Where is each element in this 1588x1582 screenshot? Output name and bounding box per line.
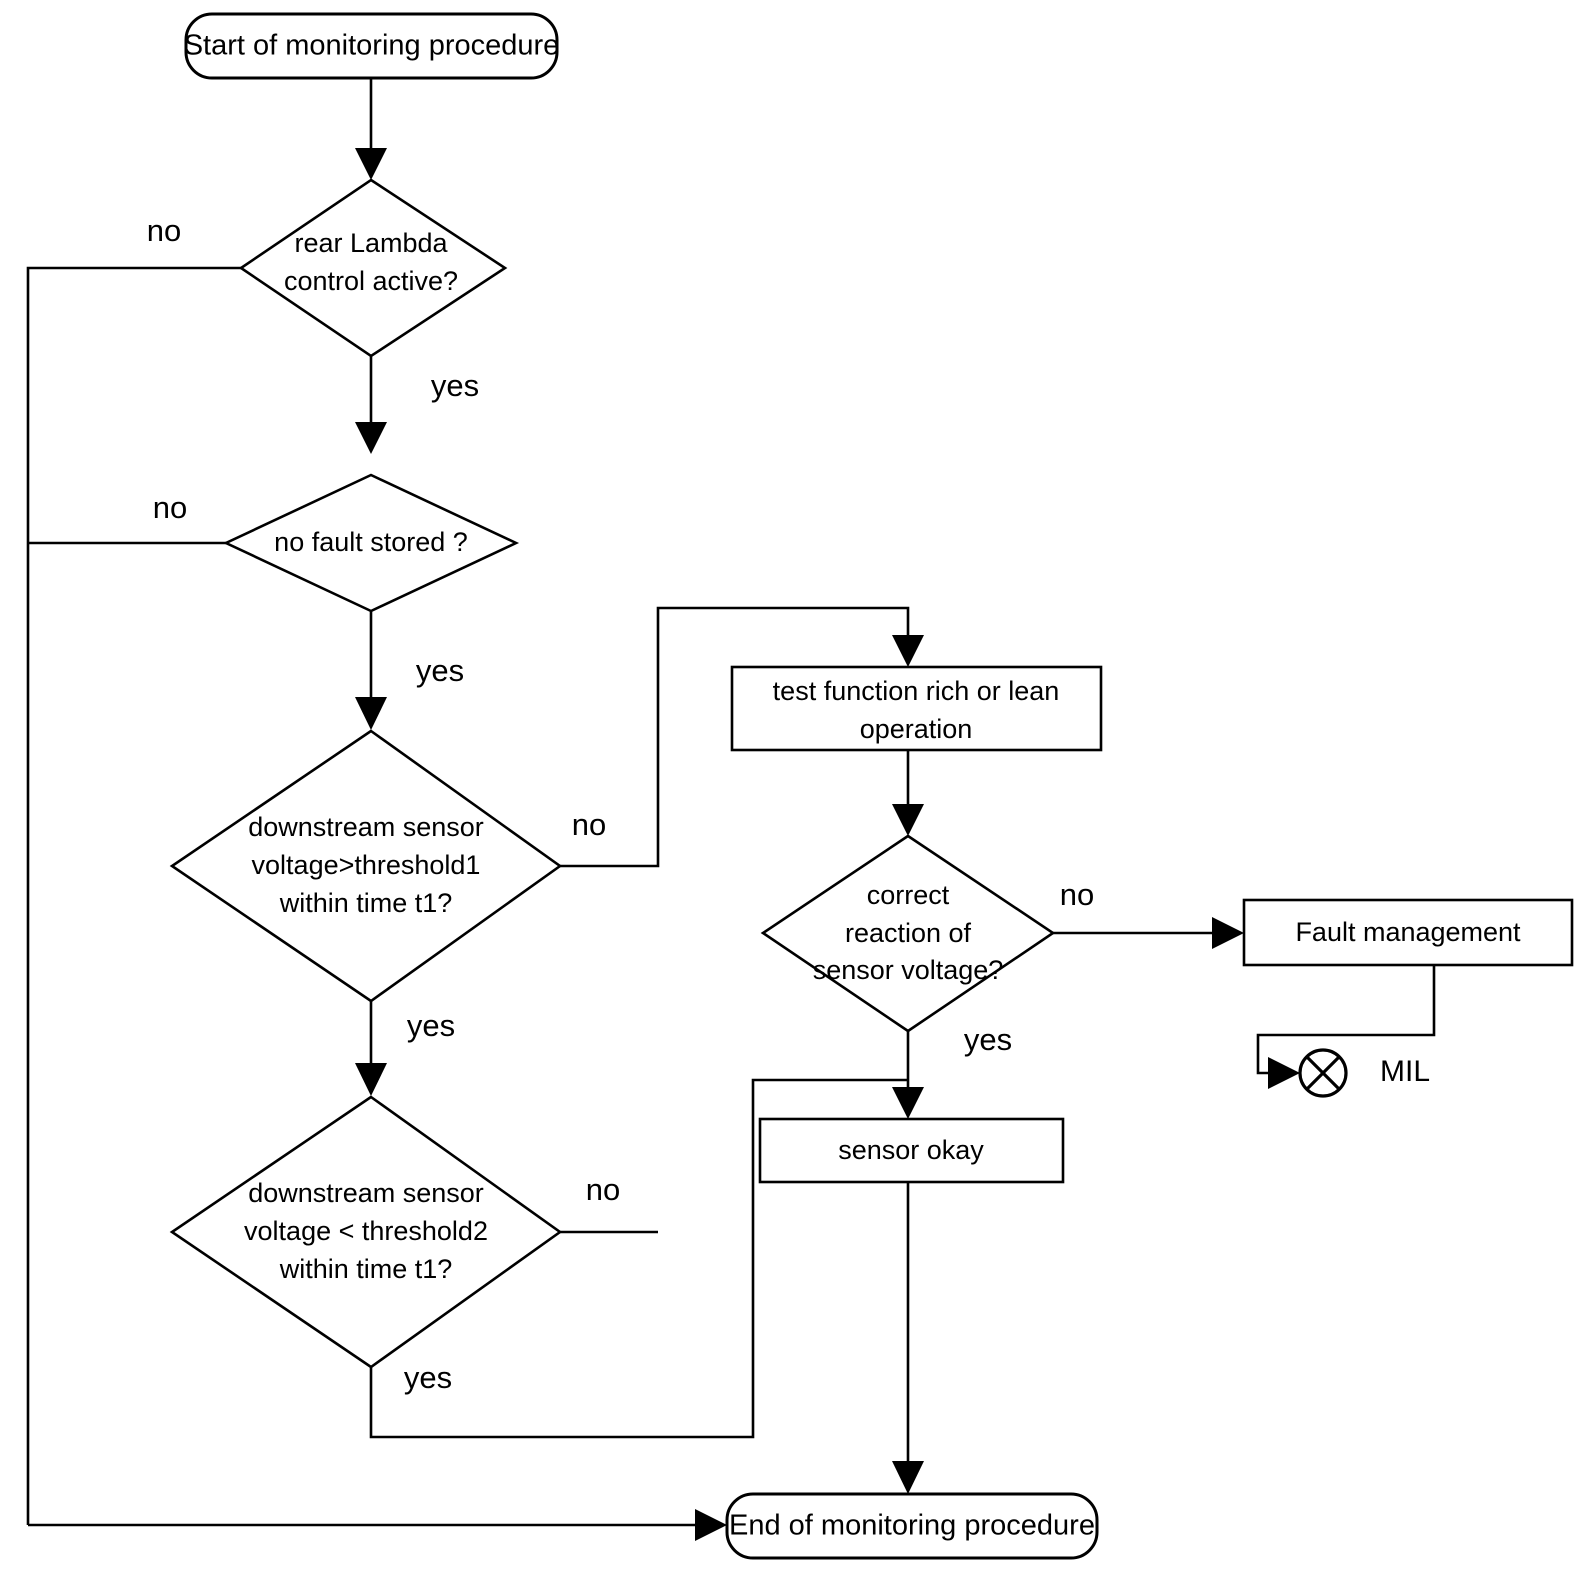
edge-label-rear-lambda-no: no <box>147 213 181 248</box>
end-label: End of monitoring procedure <box>729 1510 1095 1542</box>
edge-label-threshold2-no: no <box>586 1172 620 1207</box>
node-end[interactable]: End of monitoring procedure <box>725 1492 1099 1560</box>
node-decision-threshold1[interactable]: downstream sensor voltage>threshold1 wit… <box>169 729 563 1003</box>
sensor-okay-label: sensor okay <box>838 1135 984 1165</box>
edge-left-bus-to-end <box>28 1509 727 1541</box>
sensor-okay-shape <box>758 1117 1065 1184</box>
decision-correct-reaction-line3: sensor voltage? <box>813 955 1004 985</box>
edge-sensor-okay-to-end <box>892 1182 924 1494</box>
decision-threshold2-line2: voltage < threshold2 <box>244 1216 488 1246</box>
decision-threshold1-shape <box>169 729 563 1003</box>
node-decision-threshold2[interactable]: downstream sensor voltage < threshold2 w… <box>169 1095 563 1369</box>
decision-correct-reaction-line1: correct <box>867 880 950 910</box>
decision-rear-lambda-shape <box>238 178 508 358</box>
decision-threshold1-line2: voltage>threshold1 <box>252 850 481 880</box>
edge-start-to-rear-lambda <box>355 78 387 180</box>
edge-correct-reaction-yes <box>892 1031 924 1119</box>
node-sensor-okay[interactable]: sensor okay <box>758 1117 1065 1184</box>
decision-threshold2-line3: within time t1? <box>279 1254 453 1284</box>
edge-label-no-fault-no: no <box>153 490 187 525</box>
edge-label-threshold1-yes: yes <box>407 1008 455 1043</box>
edge-label-no-fault-yes: yes <box>416 653 464 688</box>
decision-no-fault-line1: no fault stored ? <box>274 527 468 557</box>
mil-lamp-icon <box>1298 1048 1348 1098</box>
test-function-line1: test function rich or lean <box>773 676 1060 706</box>
edge-label-threshold2-yes: yes <box>404 1360 452 1395</box>
node-decision-rear-lambda[interactable]: rear Lambda control active? <box>238 178 508 358</box>
node-start[interactable]: Start of monitoring procedure <box>184 12 560 80</box>
edge-label-correct-reaction-no: no <box>1060 877 1094 912</box>
node-test-function[interactable]: test function rich or lean operation <box>730 665 1103 752</box>
edge-rear-lambda-yes <box>355 356 387 454</box>
decision-correct-reaction-line2: reaction of <box>845 918 972 948</box>
decision-threshold2-line1: downstream sensor <box>248 1178 484 1208</box>
start-label: Start of monitoring procedure <box>184 30 560 62</box>
decision-threshold2-shape <box>169 1095 563 1369</box>
decision-threshold1-line3: within time t1? <box>279 888 453 918</box>
fault-management-shape <box>1242 898 1574 967</box>
edge-rear-lambda-no <box>26 266 241 1525</box>
edge-correct-reaction-no <box>1053 917 1244 949</box>
edge-no-fault-yes <box>355 611 387 730</box>
decision-threshold1-line1: downstream sensor <box>248 812 484 842</box>
edge-threshold1-yes <box>355 1001 387 1096</box>
mil-x-stroke-2 <box>1305 1055 1341 1091</box>
node-fault-management[interactable]: Fault management <box>1242 898 1574 967</box>
edge-threshold2-yes <box>369 1078 908 1439</box>
test-function-line2: operation <box>860 714 973 744</box>
decision-rear-lambda-line1: rear Lambda <box>294 228 448 258</box>
node-decision-no-fault[interactable]: no fault stored ? <box>222 473 520 613</box>
edge-label-rear-lambda-yes: yes <box>431 368 479 403</box>
edge-threshold1-no <box>560 606 924 868</box>
fault-management-label: Fault management <box>1295 917 1521 947</box>
decision-correct-reaction-shape <box>760 834 1056 1033</box>
edge-fault-management-to-mil <box>1256 965 1436 1089</box>
decision-rear-lambda-line2: control active? <box>284 266 458 296</box>
test-function-shape <box>730 665 1103 752</box>
node-decision-correct-reaction[interactable]: correct reaction of sensor voltage? <box>760 834 1056 1033</box>
end-shape <box>725 1492 1099 1560</box>
edge-label-threshold1-no: no <box>572 807 606 842</box>
start-shape <box>184 12 559 80</box>
edge-label-correct-reaction-yes: yes <box>964 1022 1012 1057</box>
decision-no-fault-shape <box>222 473 520 613</box>
mil-label: MIL <box>1380 1055 1430 1088</box>
edge-test-function-to-correct-reaction <box>892 750 924 836</box>
